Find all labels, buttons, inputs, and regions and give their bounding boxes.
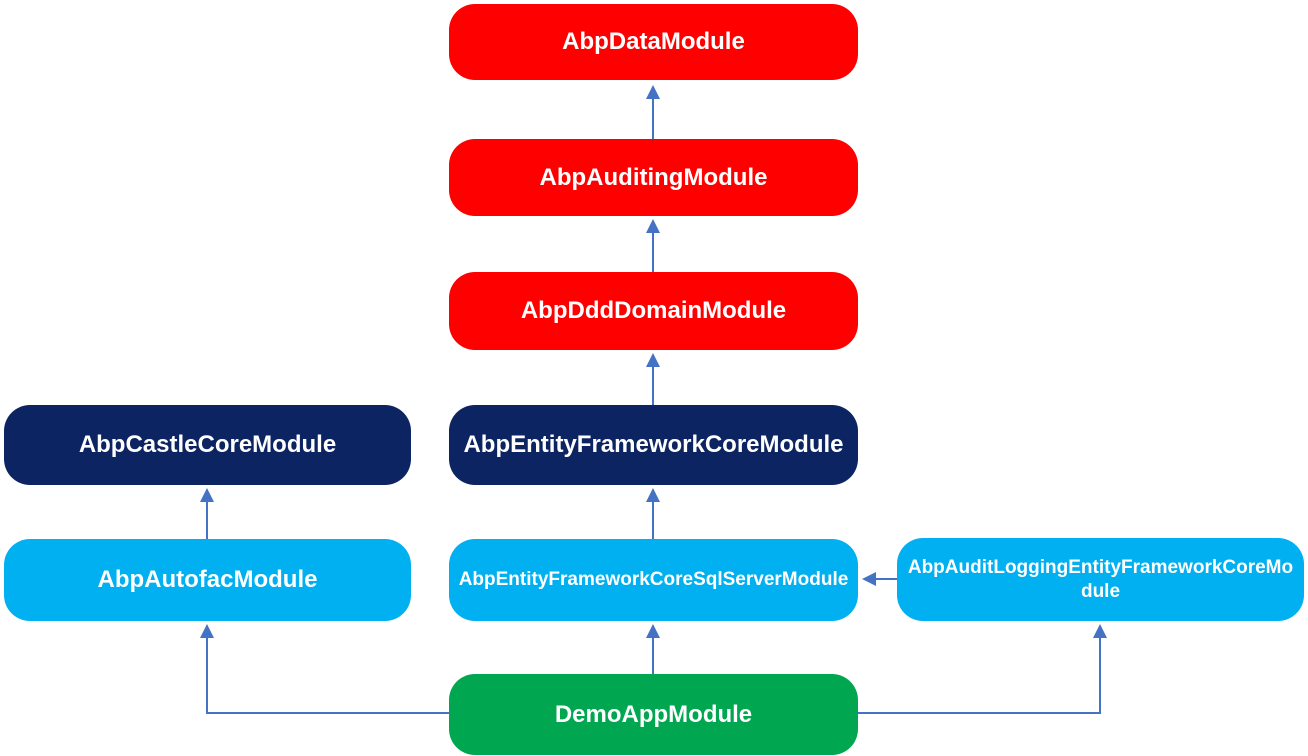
- node-label: AbpEntityFrameworkCoreModule: [463, 431, 844, 458]
- node-label: AbpAuditLoggingEntityFrameworkCoreModule: [907, 556, 1294, 602]
- node-label: DemoAppModule: [554, 700, 753, 728]
- node-abp-auditing-module: AbpAuditingModule: [449, 139, 858, 216]
- node-label: AbpDddDomainModule: [520, 297, 787, 324]
- node-label: AbpCastleCoreModule: [78, 431, 337, 458]
- node-abp-entity-framework-core-module: AbpEntityFrameworkCoreModule: [449, 405, 858, 485]
- node-label: AbpDataModule: [562, 28, 745, 55]
- node-abp-ddd-domain-module: AbpDddDomainModule: [449, 272, 858, 350]
- node-demo-app-module: DemoAppModule: [449, 674, 858, 755]
- node-label: AbpEntityFrameworkCoreSqlServerModule: [458, 569, 849, 591]
- node-abp-autofac-module: AbpAutofacModule: [4, 539, 411, 621]
- arrow-demo-to-autofac: [200, 624, 449, 714]
- node-abp-entity-framework-core-sql-server-module: AbpEntityFrameworkCoreSqlServerModule: [449, 539, 858, 621]
- arrow-demo-to-auditlogging: [858, 624, 1107, 714]
- node-abp-audit-logging-entity-framework-core-module: AbpAuditLoggingEntityFrameworkCoreModule: [897, 538, 1304, 621]
- node-label: AbpAutofacModule: [97, 566, 318, 593]
- node-abp-data-module: AbpDataModule: [449, 4, 858, 80]
- node-abp-castle-core-module: AbpCastleCoreModule: [4, 405, 411, 485]
- node-label: AbpAuditingModule: [539, 163, 768, 191]
